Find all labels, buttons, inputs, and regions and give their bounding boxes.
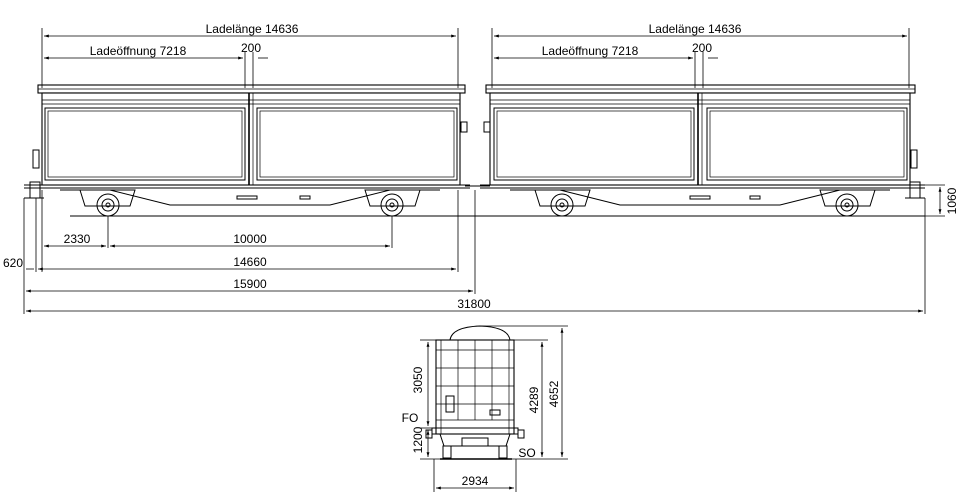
dim-buffer-offset: 620: [3, 256, 23, 270]
dim-load-opening-left: Ladeöffnung 7218: [90, 44, 187, 58]
sliding-wall-right-2: [706, 107, 908, 181]
dim-load-opening-right: Ladeöffnung 7218: [542, 44, 639, 58]
end-view-roof: [449, 325, 511, 341]
end-view: 3050 FO 1200 4289 4652 SO 2934: [402, 325, 568, 492]
wagon-unit-left: [24, 84, 470, 217]
bogie-left-1: [79, 189, 136, 217]
dim-height-total: 4652: [547, 380, 561, 407]
body-right: [489, 92, 911, 186]
dim-load-length-left: Ladelänge 14636: [206, 22, 299, 36]
dim-end-upper: 3050: [411, 366, 425, 393]
dim-gap-left: 200: [241, 41, 261, 55]
sliding-wall-left-1: [44, 107, 246, 181]
dim-axle-distance: 10000: [233, 232, 267, 246]
dim-overall-total: 31800: [457, 297, 491, 311]
wagon-unit-right: [480, 84, 925, 217]
bogie-right-1: [534, 189, 591, 217]
dim-buffer-to-axle: 2330: [64, 232, 91, 246]
dim-gap-right: 200: [692, 41, 712, 55]
label-rail: SO: [518, 446, 535, 460]
dim-overall-unit: 14660: [233, 255, 267, 269]
label-floor: FO: [402, 411, 419, 425]
sliding-wall-left-2: [256, 107, 458, 181]
dim-height-body: 4289: [527, 386, 541, 413]
bogie-right-2: [819, 189, 876, 217]
dim-width: 2934: [462, 474, 489, 488]
dim-overall-half: 15900: [233, 277, 267, 291]
dim-floor-height: 1060: [945, 187, 959, 214]
body-left: [41, 92, 461, 186]
dim-end-lower: 1200: [411, 426, 425, 453]
sliding-wall-right-1: [493, 107, 695, 181]
bottom-dimensions: 2330 10000 620 14660 15900 31800 1060: [3, 184, 959, 314]
dim-load-length-right: Ladelänge 14636: [649, 22, 742, 36]
bogie-left-2: [364, 189, 421, 217]
top-dimensions: Ladelänge 14636 Ladeöffnung 7218 200 Lad…: [41, 22, 910, 88]
